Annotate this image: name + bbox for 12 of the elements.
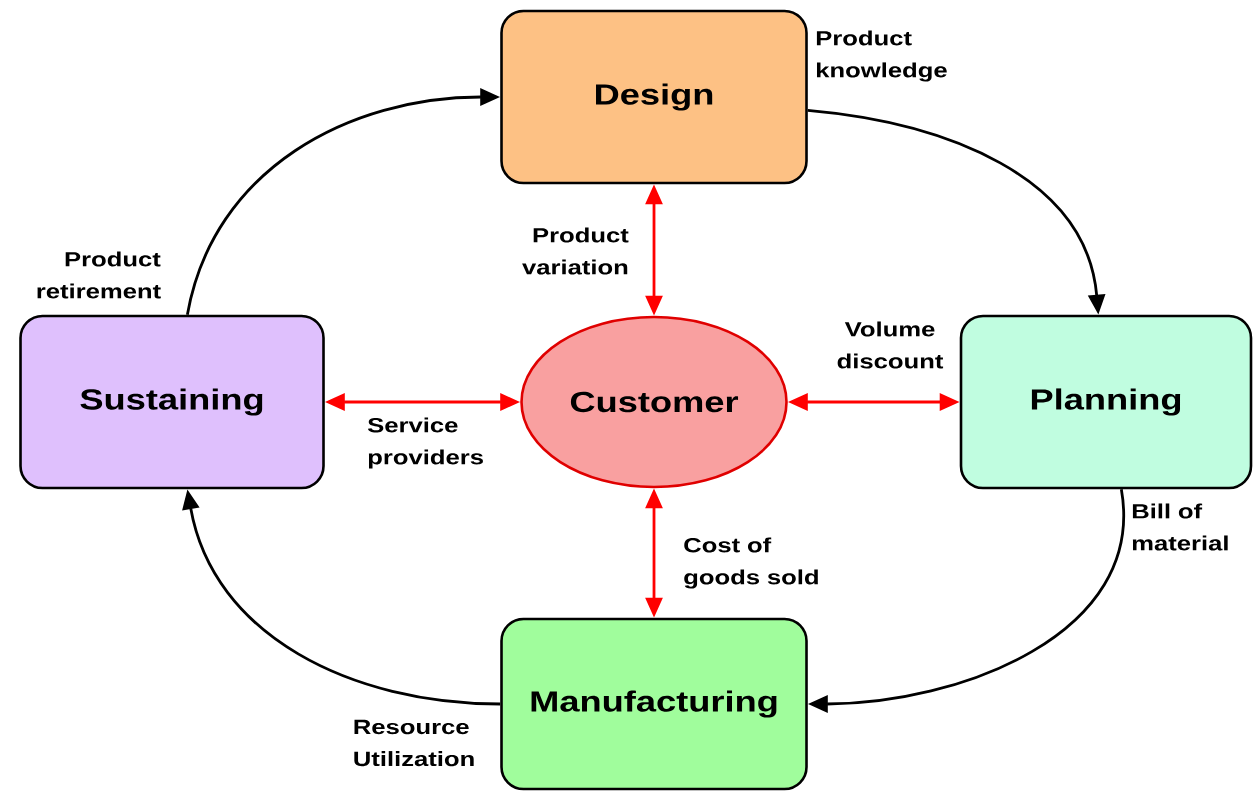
edge-label: Product variation (522, 227, 629, 275)
edge-label: Volume discount (837, 321, 944, 369)
edge-label: Service providers (367, 417, 483, 469)
process-box: Design (500, 9, 808, 185)
edge-label: Bill of material (1132, 503, 1228, 551)
process-box: Planning (959, 314, 1253, 490)
edge-label: Product knowledge (816, 30, 947, 82)
edge-label: Product retirement (37, 251, 161, 299)
edge-label: Cost of goods sold (684, 537, 818, 589)
process-box: Sustaining (19, 314, 325, 490)
process-box: Manufacturing (500, 617, 808, 791)
edge-label: Resource Utilization (354, 719, 474, 767)
